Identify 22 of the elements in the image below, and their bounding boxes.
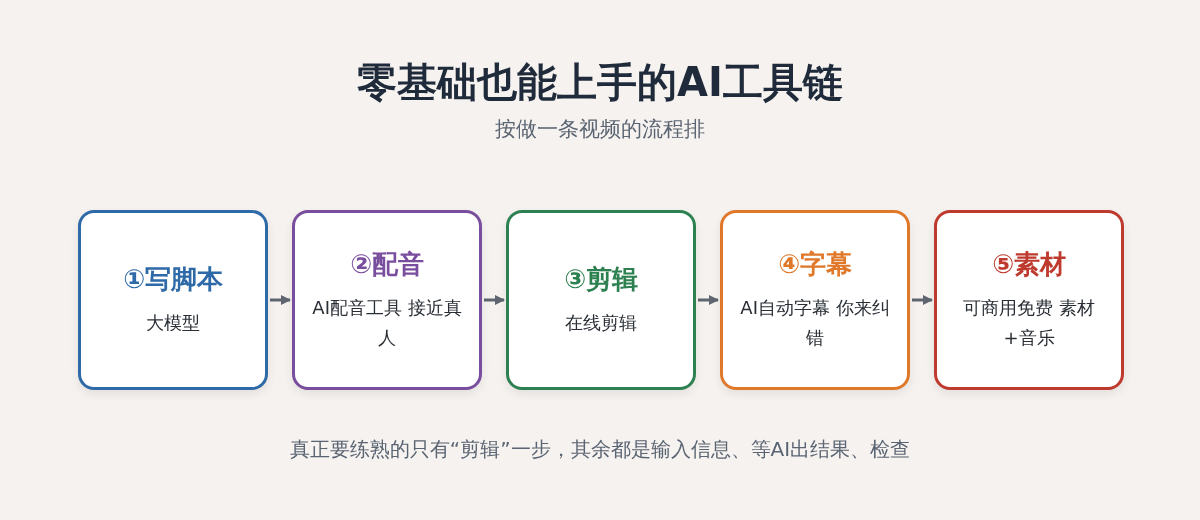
title: 零基础也能上手的AI工具链: [357, 58, 843, 107]
step-title: ④字幕: [778, 248, 852, 281]
step-description: AI配音工具 接近真人: [312, 296, 462, 350]
step-title: ⑤素材: [992, 248, 1066, 281]
step-title: ③剪辑: [564, 263, 638, 296]
step-title: ②配音: [350, 248, 424, 281]
arrow: [698, 295, 719, 305]
step-description: 可商用免费 素材+音乐: [962, 296, 1096, 350]
step-card: [78, 210, 268, 390]
step-description: 在线剪辑: [564, 311, 638, 335]
subtitle: 按做一条视频的流程排: [495, 116, 705, 143]
footnote: 真正要练熟的只有“剪辑”一步，其余都是输入信息、等AI出结果、检查: [289, 436, 911, 463]
step-card: [292, 210, 482, 390]
step-title: ①写脚本: [123, 263, 223, 296]
step-description: AI自动字幕 你来纠错: [740, 296, 890, 350]
step-description: 大模型: [145, 311, 201, 335]
step-card: [934, 210, 1124, 390]
arrow: [484, 295, 505, 305]
arrow: [270, 295, 291, 305]
step-card: [720, 210, 910, 390]
arrow: [912, 295, 933, 305]
step-card: [506, 210, 696, 390]
